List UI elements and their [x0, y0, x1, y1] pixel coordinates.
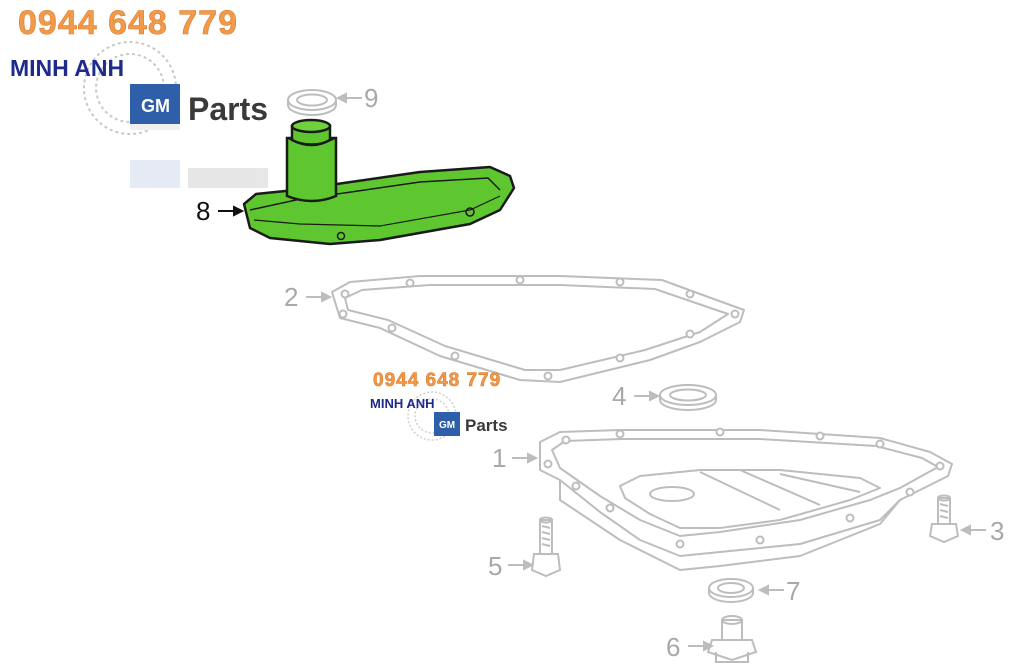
gm-logo: GM — [434, 412, 460, 436]
gm-logo-center-text: GM — [439, 420, 455, 431]
callout-arrow-9 — [335, 92, 362, 104]
washer-7 — [708, 578, 754, 603]
callout-4: 4 — [612, 381, 626, 411]
watermark-top-left: 0944 648 779 MINH ANH GM Parts — [10, 4, 268, 188]
gasket-2 — [331, 275, 745, 383]
bolt-3 — [928, 494, 960, 544]
watermark-center: 0944 648 779 MINH ANH GM Parts — [370, 370, 508, 441]
oil-pan-1 — [539, 427, 953, 571]
seal-4 — [659, 384, 717, 411]
callout-arrow-3 — [959, 524, 986, 536]
filter-8[interactable] — [242, 118, 516, 246]
callout-3: 3 — [990, 516, 1004, 546]
seal-9 — [287, 89, 337, 116]
callout-2: 2 — [284, 282, 298, 312]
gm-logo-text: GM — [141, 96, 170, 116]
callout-7: 7 — [786, 576, 800, 606]
callout-arrow-4 — [634, 390, 661, 402]
bolt-5 — [530, 516, 562, 578]
watermark-center-parts: Parts — [465, 416, 508, 435]
watermark-reflection — [130, 160, 268, 188]
callout-1: 1 — [492, 443, 506, 473]
callout-arrow-8 — [218, 205, 245, 217]
watermark-phone: 0944 648 779 — [18, 4, 238, 42]
callout-arrow-5 — [508, 559, 535, 571]
watermark-center-brand: MINH ANH — [370, 396, 435, 411]
callout-arrow-6 — [688, 640, 715, 652]
callout-arrow-2 — [306, 291, 333, 303]
callout-6: 6 — [666, 632, 680, 662]
callout-8: 8 — [196, 196, 210, 226]
watermark-center-phone: 0944 648 779 — [373, 370, 501, 391]
drain-plug-6 — [706, 615, 758, 663]
gm-logo: GM — [130, 84, 180, 130]
callout-arrow-7 — [757, 584, 784, 596]
callout-arrow-1 — [512, 452, 539, 464]
callout-5: 5 — [488, 551, 502, 581]
callout-9: 9 — [364, 83, 378, 113]
watermark-parts: Parts — [188, 91, 268, 127]
watermark-brand: MINH ANH — [10, 55, 124, 81]
